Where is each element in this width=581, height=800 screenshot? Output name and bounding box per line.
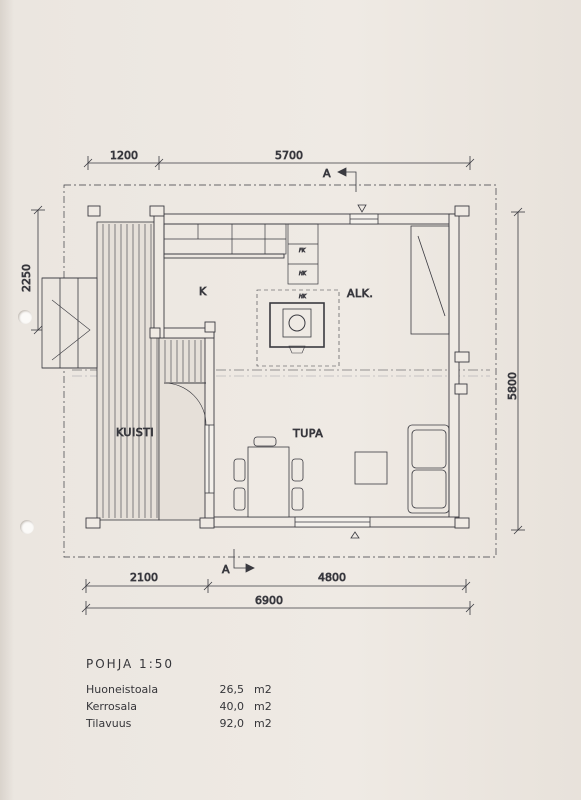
section-marker-top [337,167,357,192]
area-row: Kerrosala 40,0 m2 [86,700,294,717]
plot-boundary-dashed [63,184,497,558]
dim-top-right: 5700 [275,149,303,162]
alcove-bed [410,225,450,335]
dimension-right [511,207,525,535]
room-label-living: TUPA [292,427,323,440]
plan-title: POHJA 1:50 [86,657,175,671]
sofa [407,424,450,514]
side-table [354,451,388,485]
section-marker-bottom [233,549,255,573]
entrance-steps [41,277,98,369]
area-row: Huoneistoala 26,5 m2 [86,683,294,700]
punch-hole-upper [18,310,32,324]
area-row-value: 40,0 [219,700,245,713]
area-row-label: Tilavuus [86,717,132,730]
porch-deck [96,221,210,521]
dim-bottom-total: 6900 [255,594,283,607]
dining-table [233,436,304,518]
fireplace [256,289,340,367]
section-label-bottom: A [222,563,230,576]
area-row-value: 26,5 [219,683,245,696]
entry-door [163,382,207,426]
fridge-label: FK [299,248,306,254]
room-label-kitchen: K [199,285,207,298]
cabinet-label: HK [299,271,307,277]
room-label-alcove: ALK. [347,287,373,300]
dimension-top [83,156,475,170]
tall-cabinets [287,223,319,285]
area-row-value: 92,0 [219,717,245,730]
area-row: Tilavuus 92,0 m2 [86,717,294,734]
dimension-bottom [81,579,475,615]
area-row-unit: m2 [254,700,272,713]
area-row-unit: m2 [254,683,272,696]
dim-left: 2250 [20,264,33,292]
punch-hole-lower [20,520,34,534]
porch-deck-boards [102,224,202,518]
dim-bottom-left: 2100 [130,571,158,584]
window-porch-wall [204,424,215,494]
kitchen-counter [163,223,287,255]
window-bottom [294,516,371,539]
area-row-label: Huoneistoala [86,683,159,696]
area-row-label: Kerrosala [86,700,138,713]
area-row-unit: m2 [254,717,272,730]
dim-top-left: 1200 [110,149,138,162]
stove-label: HK [299,294,307,300]
dim-bottom-right: 4800 [318,571,346,584]
window-top [349,204,379,225]
section-label-top: A [323,167,331,180]
room-label-porch: KUISTI [116,426,154,439]
log-corner-ends [85,205,470,529]
dim-right: 5800 [506,372,519,400]
